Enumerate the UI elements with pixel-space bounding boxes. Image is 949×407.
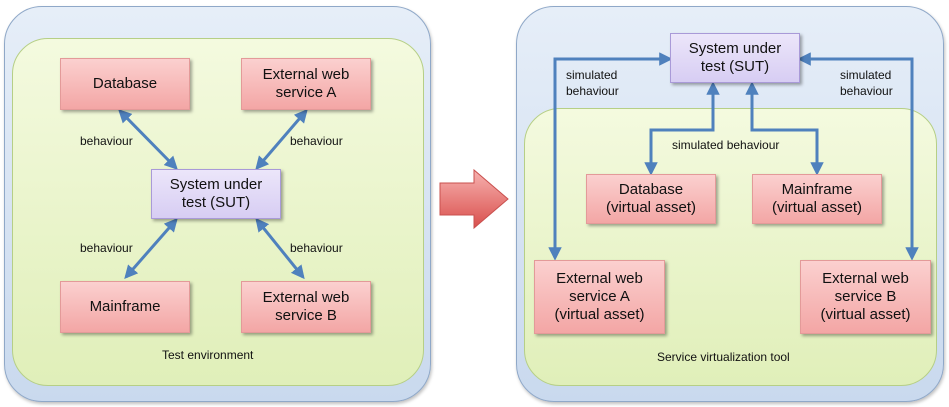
mainframe-virtual-node: Mainframe(virtual asset): [752, 174, 882, 224]
arrow-sut-extA-virtual: [548, 52, 673, 261]
simulated-behaviour-left-line1: simulated: [566, 68, 618, 82]
database-virtual-node: Database(virtual asset): [586, 174, 716, 224]
simulated-behaviour-label-middle: simulated behaviour: [672, 138, 780, 152]
arrow-sut-mainframe: [124, 217, 178, 280]
behaviour-label-bottom-left: behaviour: [80, 241, 133, 255]
simulated-behaviour-label-left: simulated behaviour: [566, 67, 619, 99]
arrow-extA-sut: [255, 108, 308, 171]
external-service-b-virtual-line3: (virtual asset): [820, 305, 911, 323]
arrow-database-sut: [118, 109, 178, 170]
simulated-behaviour-left-line2: behaviour: [566, 84, 619, 99]
mainframe-node: Mainframe: [60, 281, 190, 333]
sut-line1: System under: [169, 176, 263, 194]
sut-virtual-line2: test (SUT): [700, 58, 770, 75]
behaviour-label-bottom-right: behaviour: [290, 241, 343, 255]
sut-virtual-line1: System under: [688, 40, 782, 58]
external-service-b-line1: External web: [262, 289, 350, 307]
simulated-behaviour-right-line2: behaviour: [840, 84, 893, 99]
sut-line2: test (SUT): [181, 194, 251, 211]
virtualization-tool-caption: Service virtualization tool: [657, 350, 790, 364]
database-virtual-line1: Database: [618, 181, 684, 199]
external-service-a-line1: External web: [262, 66, 350, 84]
external-service-a-line2: service A: [275, 84, 337, 101]
simulated-behaviour-right-line1: simulated: [840, 68, 892, 82]
mainframe-virtual-line2: (virtual asset): [771, 199, 863, 216]
mainframe-virtual-line1: Mainframe: [781, 181, 853, 199]
arrow-sut-database-virtual: [644, 81, 720, 176]
arrow-sut-extB-virtual: [797, 52, 919, 261]
transition-arrow-icon: [439, 168, 509, 230]
external-service-b-line2: service B: [275, 307, 337, 324]
external-service-a-virtual-line1: External web: [556, 270, 643, 288]
external-service-b-virtual-line2: service B: [834, 288, 897, 306]
database-node: Database: [60, 58, 190, 110]
behaviour-label-top-left: behaviour: [80, 134, 133, 148]
mainframe-label: Mainframe: [89, 298, 161, 316]
arrow-sut-mainframe-virtual: [745, 81, 824, 176]
external-service-a-virtual-line2: service A: [569, 288, 630, 306]
test-environment-caption: Test environment: [162, 348, 254, 362]
external-service-a-virtual-line3: (virtual asset): [554, 305, 645, 323]
database-label: Database: [92, 75, 158, 93]
behaviour-label-top-right: behaviour: [290, 134, 343, 148]
simulated-behaviour-label-right: simulated behaviour: [840, 67, 893, 99]
external-service-b-virtual-line1: External web: [822, 270, 909, 288]
database-virtual-line2: (virtual asset): [605, 199, 697, 216]
arrow-sut-extB: [255, 217, 305, 280]
